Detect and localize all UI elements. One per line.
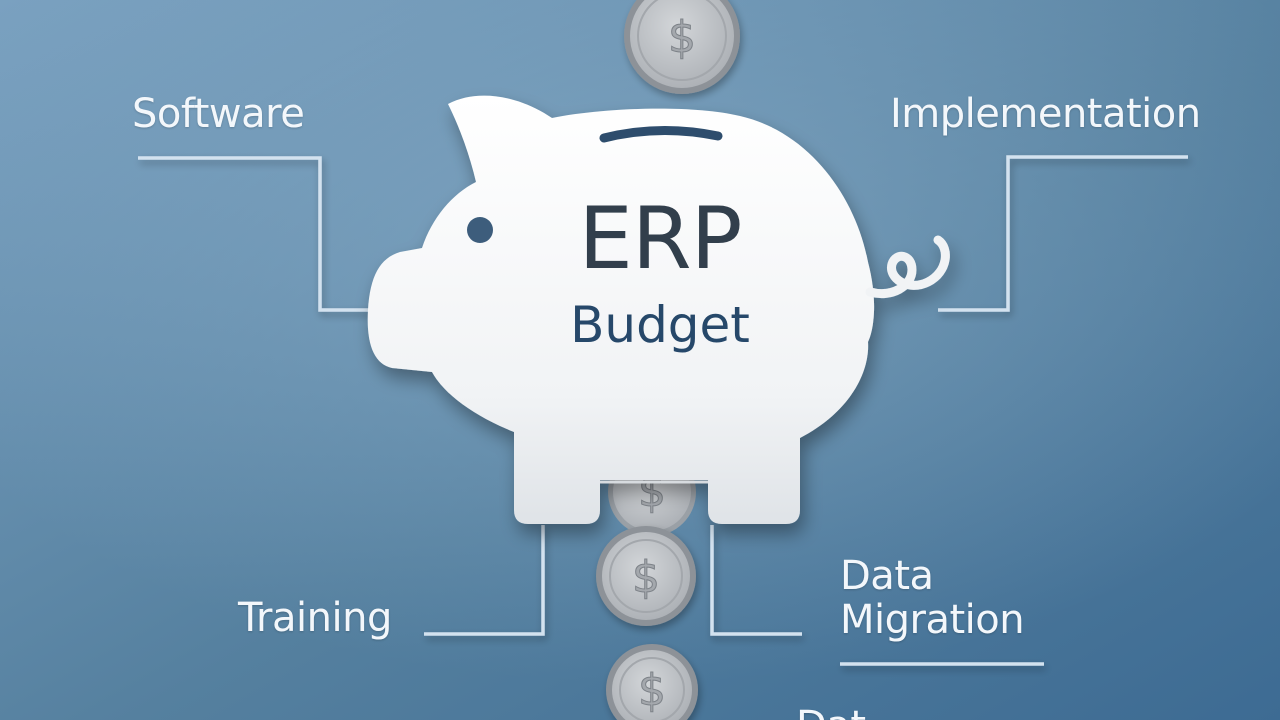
dollar-coin-icon: $ — [596, 526, 696, 626]
connector-data-migration — [710, 525, 802, 636]
label-training: Training — [238, 595, 392, 641]
piggy-bank-icon — [367, 95, 950, 525]
piggy-subtitle-budget: Budget — [570, 296, 750, 354]
piggy-title-erp: ERP — [578, 189, 743, 289]
label-software: Software — [132, 91, 305, 137]
dollar-coin-icon: $ — [606, 644, 698, 720]
connector-software — [138, 156, 372, 312]
label-cutoff: Dat — [796, 706, 866, 720]
label-data-migration-line2: Migration — [840, 597, 1025, 643]
svg-text:$: $ — [638, 665, 666, 716]
svg-text:$: $ — [632, 552, 660, 603]
connector-implementation — [938, 155, 1188, 312]
connector-lines — [138, 155, 1188, 666]
connector-training — [424, 525, 545, 636]
dollar-coin-icon: $ — [624, 0, 740, 94]
svg-text:$: $ — [668, 12, 696, 63]
label-data-migration-line1: Data — [840, 553, 934, 599]
label-implementation: Implementation — [890, 91, 1201, 137]
